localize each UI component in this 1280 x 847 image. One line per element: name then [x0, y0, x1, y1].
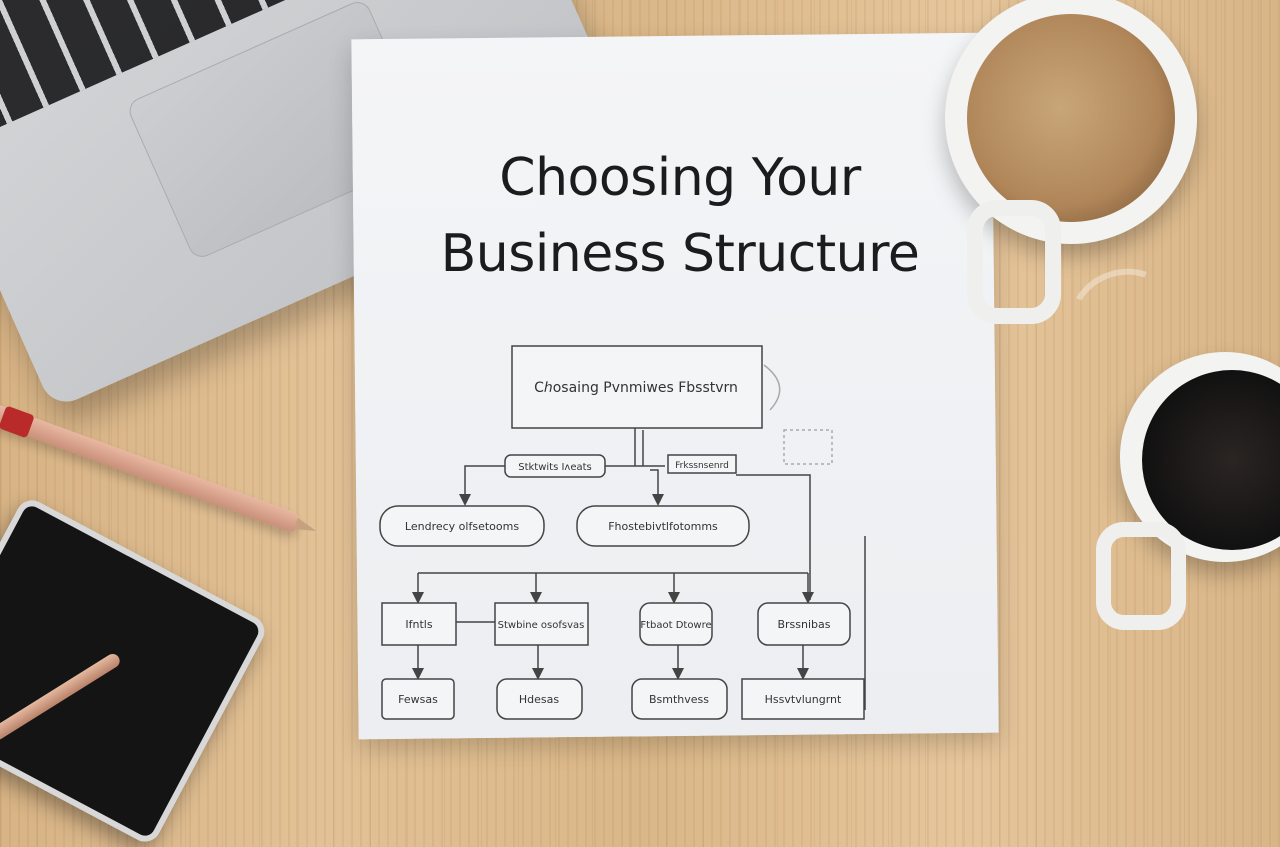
flow-l5-label-b: Hdesas: [519, 693, 559, 706]
flowchart: Cℎosaing Pvnmiwes Fbsstvrn Stktwits Iᴧea…: [379, 345, 866, 720]
flow-node-l4-b: [494, 602, 589, 646]
flow-l4-label-b: Stwbine osofsvas: [498, 620, 585, 631]
coffee-mug-black: [1096, 352, 1280, 630]
title-line-1: Choosing Your: [499, 148, 861, 208]
flow-l2-label-b: Frkssnsenrd: [675, 461, 729, 471]
flow-node-top: [511, 345, 763, 429]
flow-l5-label-d: Hssvtvlungrnt: [765, 693, 842, 706]
flow-l2-label-a: Stktwits Iᴧeats: [518, 462, 592, 473]
flow-node-l5-b: [496, 678, 583, 720]
mug-handle: [1096, 522, 1186, 630]
title-line-2: Business Structure: [440, 224, 920, 284]
flow-l5-label-a: Fewsas: [398, 693, 438, 706]
flow-node-l5-a: [381, 678, 455, 720]
flow-node-l4-c: [639, 602, 713, 646]
flow-l4-label-a: Ifntls: [405, 618, 432, 631]
flow-top-label: Cℎosaing Pvnmiwes Fbsstvrn: [534, 380, 738, 396]
flow-node-l5-d: [741, 678, 865, 720]
flow-node-l3-a: [379, 505, 545, 547]
flow-l3-label-a: Lendrecy olfsetooms: [405, 520, 519, 533]
flow-l3-label-b: Fhostebivtlfotomms: [608, 520, 718, 533]
flow-l5-label-c: Bsmthvess: [649, 693, 709, 706]
flow-l4-label-c: Ftbaot Dtowre: [640, 620, 711, 631]
mug-handle: [967, 200, 1061, 324]
flow-node-l4-a: [381, 602, 457, 646]
coffee-mug-latte: [945, 0, 1197, 324]
flow-l4-label-d: Brssnibas: [777, 618, 830, 631]
flow-node-l2-b: [667, 454, 737, 474]
black-coffee: [1142, 370, 1280, 550]
document-title: Choosing Your Business Structure: [400, 140, 960, 292]
flow-node-l5-c: [631, 678, 728, 720]
latte-coffee: [967, 14, 1175, 222]
flow-node-l3-b: [576, 505, 750, 547]
flow-node-l4-d: [757, 602, 851, 646]
